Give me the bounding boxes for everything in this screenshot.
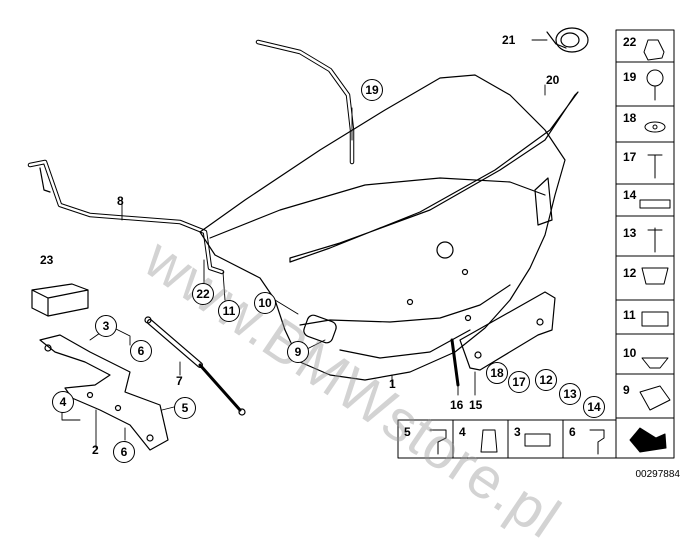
- callout-22: 22: [192, 283, 214, 305]
- bottom-num-3: 3: [514, 425, 521, 439]
- callout-5: 5: [174, 397, 196, 419]
- gas-strut-part: [144, 316, 246, 416]
- callout-17: 17: [508, 371, 530, 393]
- panel-num-17: 17: [623, 150, 637, 164]
- label-1: 1: [389, 377, 396, 391]
- callout-12: 12: [535, 369, 557, 391]
- panel-num-10: 10: [623, 346, 637, 360]
- label-21: 21: [502, 33, 516, 47]
- callout-19: 19: [361, 79, 383, 101]
- bottom-num-6: 6: [569, 425, 576, 439]
- label-16: 16: [450, 398, 464, 412]
- callout-18: 18: [486, 362, 508, 384]
- trunk-cable-part: [27, 159, 225, 275]
- callout-11: 11: [218, 300, 240, 322]
- trunk-hinge-part: [39, 334, 169, 451]
- panel-num-11: 11: [623, 308, 636, 322]
- callout-6b: 6: [113, 441, 135, 463]
- leader-lines: [61, 39, 548, 449]
- label-20: 20: [546, 73, 560, 87]
- callout-14: 14: [583, 396, 605, 418]
- license-plate-bracket-part: [459, 291, 556, 371]
- exploded-view-drawing: [27, 27, 675, 459]
- rear-spoiler-part: [289, 91, 579, 263]
- bottom-num-4: 4: [459, 425, 466, 439]
- panel-num-12: 12: [623, 266, 637, 280]
- panel-num-13: 13: [623, 226, 637, 240]
- trunk-lid-seal-part: [255, 39, 355, 165]
- trunk-grommet-part: [546, 27, 589, 53]
- small-parts-panel: [615, 29, 675, 459]
- small-part-icons: [429, 39, 671, 455]
- callout-13: 13: [559, 383, 581, 405]
- panel-num-14: 14: [623, 188, 637, 202]
- label-8: 8: [117, 194, 124, 208]
- box-part: [31, 283, 89, 317]
- callout-4: 4: [52, 391, 74, 413]
- panel-num-22: 22: [623, 35, 637, 49]
- rod-part: [450, 338, 460, 387]
- callout-6a: 6: [130, 340, 152, 362]
- diagram-code: 00297884: [635, 469, 681, 480]
- trunk-lid-part: [199, 74, 566, 381]
- label-23: 23: [40, 253, 54, 267]
- callout-10: 10: [254, 292, 276, 314]
- panel-num-19: 19: [623, 70, 637, 84]
- bottom-num-5: 5: [404, 425, 411, 439]
- bottom-parts-row: [397, 419, 617, 459]
- callout-9: 9: [287, 341, 309, 363]
- label-15: 15: [469, 398, 483, 412]
- panel-num-9: 9: [623, 383, 630, 397]
- panel-num-18: 18: [623, 111, 637, 125]
- parts-diagram: www.BMWstore.pl 19 22 11 10 9 3 6 4 6 5 …: [27, 27, 681, 551]
- label-7: 7: [176, 374, 183, 388]
- label-2: 2: [92, 443, 99, 457]
- callout-3: 3: [95, 315, 117, 337]
